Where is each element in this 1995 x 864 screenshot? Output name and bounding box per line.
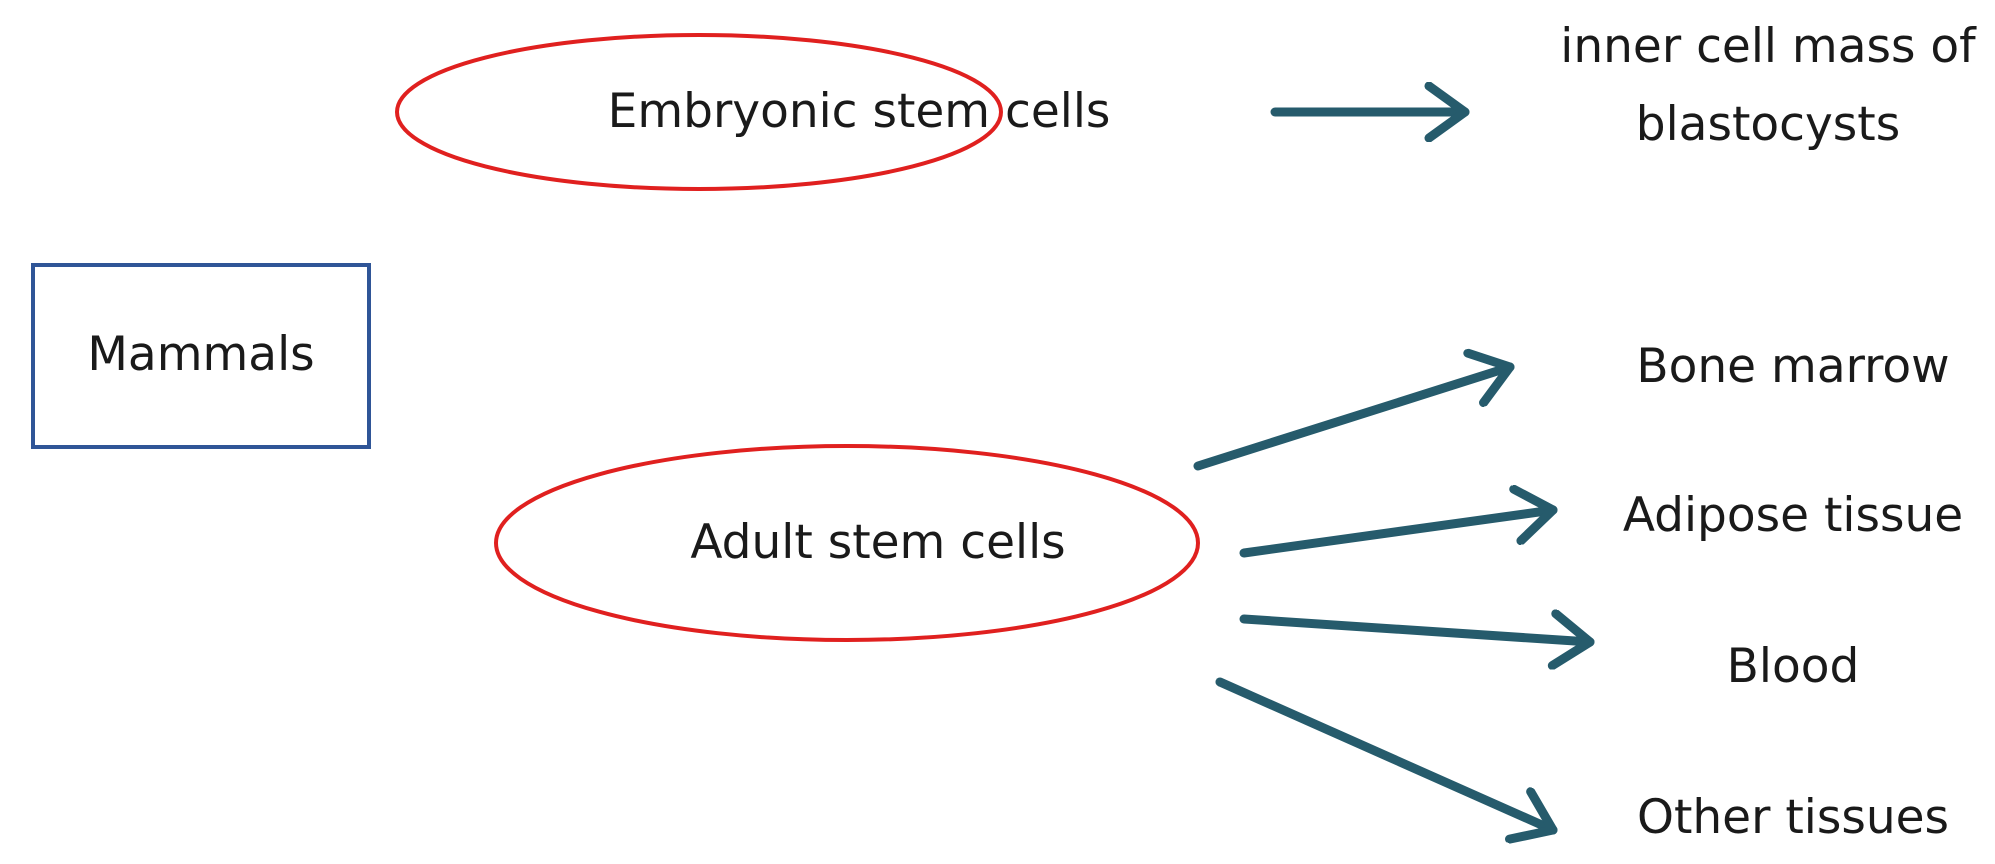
bone-marrow-label: Bone marrow (1636, 339, 1949, 394)
adult-stem-cells-label: Adult stem cells (690, 515, 1065, 570)
embryonic-stem-cells-ellipse (395, 33, 1003, 191)
mammals-box (31, 263, 371, 449)
embryonic-stem-cells-label: Embryonic stem cells (608, 84, 1111, 139)
arrow-adult-to-other-tissues (1215, 677, 1558, 830)
arrow-adult-to-bone-marrow (1193, 367, 1515, 471)
other-tissues-label: Other tissues (1637, 790, 1949, 845)
inner-cell-mass-label-line-1: inner cell mass of (1560, 19, 1977, 74)
adipose-tissue-label: Adipose tissue (1623, 488, 1963, 543)
arrow-adult-to-adipose-tissue (1239, 510, 1558, 558)
blood-label: Blood (1727, 639, 1860, 694)
adult-stem-cells-ellipse (494, 444, 1200, 642)
inner-cell-mass-label-line-2: blastocysts (1636, 97, 1900, 152)
mammals-label: Mammals (87, 327, 314, 382)
arrow-adult-to-blood (1239, 619, 1595, 642)
arrows (1193, 112, 1595, 830)
